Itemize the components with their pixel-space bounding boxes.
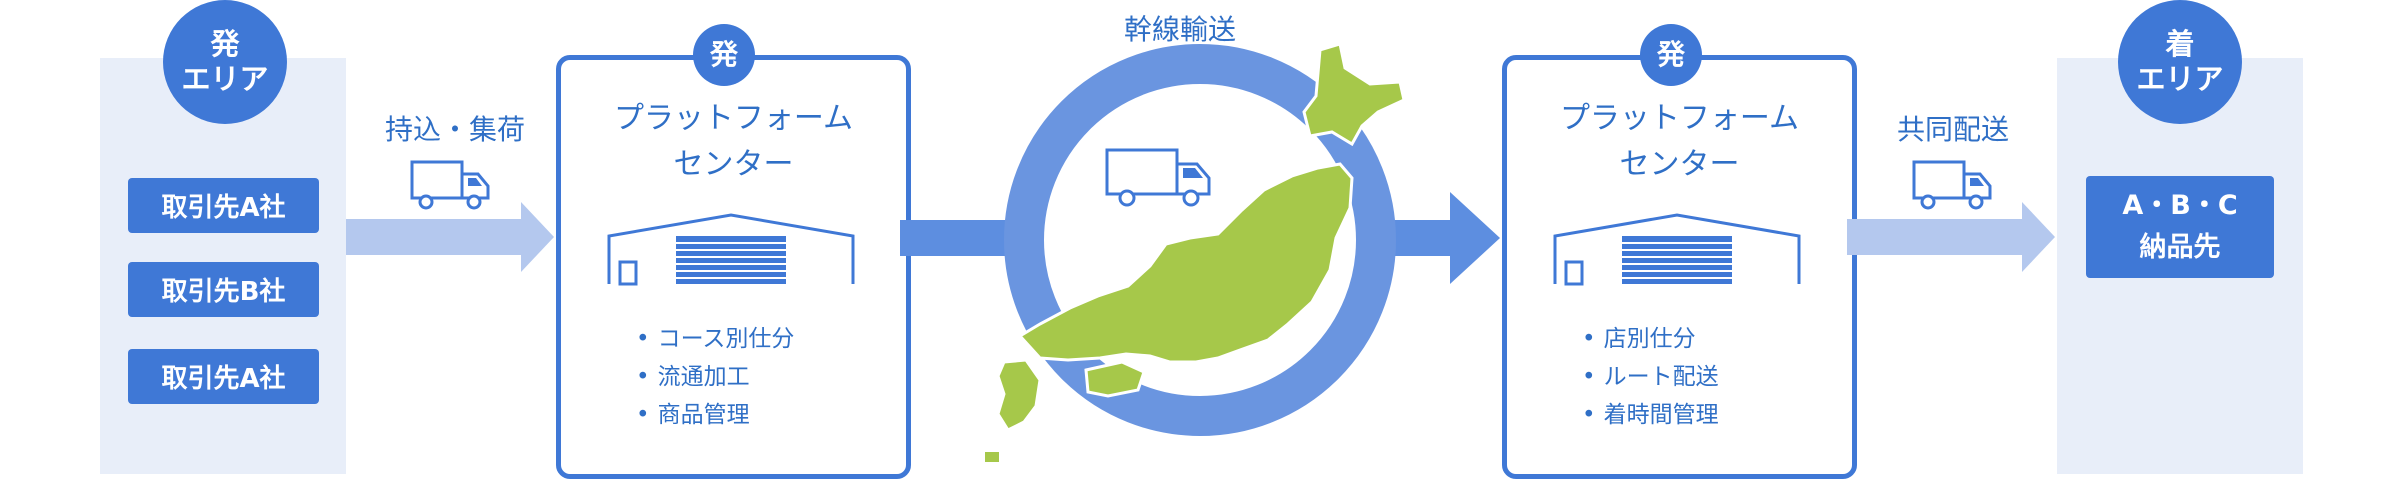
destination-line1: A・B・C xyxy=(2122,190,2238,221)
platform-right-badge: 発 xyxy=(1640,24,1702,86)
platform-right-tasks: 店別仕分 ルート配送 着時間管理 xyxy=(1582,320,1719,434)
platform-right-title: プラットフォーム センター xyxy=(1507,96,1852,188)
list-item: コース別仕分 xyxy=(636,320,795,358)
platform-left-title-line1: プラットフォーム xyxy=(613,101,854,136)
origin-area-badge: 発 エリア xyxy=(163,0,287,124)
destination-badge-line1: 着 xyxy=(2165,27,2195,62)
pickup-label: 持込・集荷 xyxy=(384,113,525,146)
platform-right-title-line1: プラットフォーム xyxy=(1559,101,1800,136)
japan-map-icon xyxy=(996,42,1406,432)
platform-right-title-line2: センター xyxy=(1619,147,1740,182)
origin-badge-line2: エリア xyxy=(181,62,269,96)
shipper-box-1: 取引先A社 xyxy=(128,178,319,233)
destination-box: A・B・C 納品先 xyxy=(2086,176,2274,278)
trunk-transport-graphic xyxy=(900,42,1500,462)
warehouse-icon-left xyxy=(607,213,855,286)
pickup-arrow xyxy=(346,202,554,272)
platform-left-badge: 発 xyxy=(693,24,755,86)
truck-icon-trunk xyxy=(1105,148,1211,207)
shipper-box-2: 取引先B社 xyxy=(128,262,319,317)
platform-left-title: プラットフォーム センター xyxy=(561,96,906,188)
origin-badge-line1: 発 xyxy=(210,27,240,62)
platform-left-title-line2: センター xyxy=(673,147,794,182)
truck-icon-pickup xyxy=(410,160,490,210)
trunk-label: 幹線輸送 xyxy=(1123,13,1236,46)
list-item: 商品管理 xyxy=(636,396,794,434)
destination-area-badge: 着 エリア xyxy=(2118,0,2242,124)
joint-delivery-label: 共同配送 xyxy=(1896,113,2009,146)
trunk-ring xyxy=(1004,44,1396,436)
list-item: 流通加工 xyxy=(636,358,794,396)
platform-left-tasks: コース別仕分 流通加工 商品管理 xyxy=(636,320,795,434)
okinawa-mark xyxy=(985,452,999,462)
destination-line2: 納品先 xyxy=(2139,232,2221,263)
delivery-arrow xyxy=(1847,202,2055,272)
list-item: 店別仕分 xyxy=(1582,320,1719,358)
list-item: 着時間管理 xyxy=(1582,396,1719,434)
list-item: ルート配送 xyxy=(1582,358,1719,396)
destination-badge-line2: エリア xyxy=(2136,62,2224,96)
trunk-arrowhead xyxy=(1450,192,1500,284)
truck-icon-delivery xyxy=(1912,160,1992,210)
shipper-box-3: 取引先A社 xyxy=(128,349,319,404)
warehouse-icon-right xyxy=(1553,213,1801,286)
